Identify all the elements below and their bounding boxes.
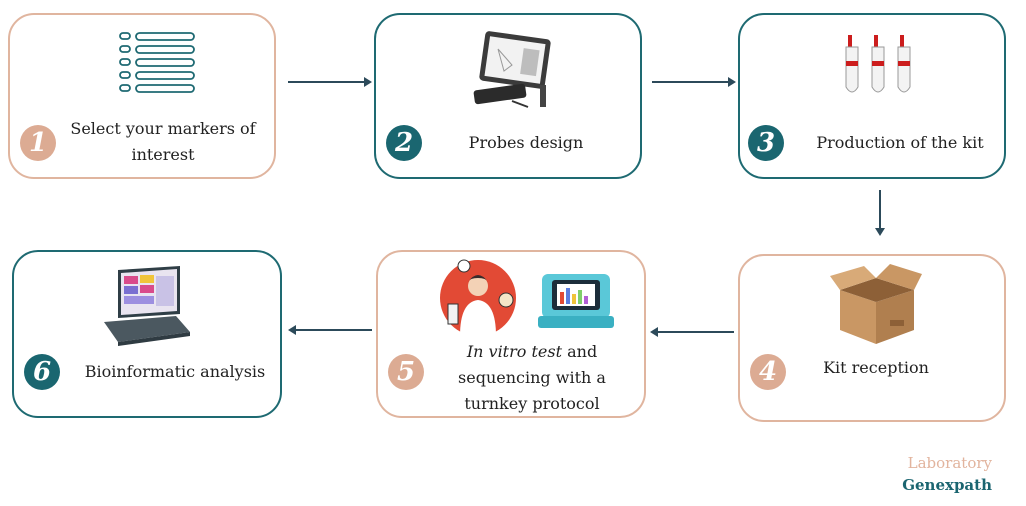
step-5-label: In vitro test and sequencing with a turn… — [458, 342, 606, 413]
step-4-number: 4 — [750, 354, 786, 390]
arrow-2-to-3 — [652, 77, 736, 87]
arrow-5-to-6 — [288, 325, 372, 335]
step-4-label: Kit reception — [823, 358, 929, 377]
step-3-number: 3 — [748, 125, 784, 161]
step-2-label: Probes design — [468, 133, 584, 152]
step-5-box: 5 In vitro test and sequencing with a tu… — [376, 250, 646, 418]
brand-line-1: Laboratory — [907, 454, 992, 472]
step-4-box: 4 Kit reception — [738, 254, 1006, 422]
arrow-4-to-5 — [650, 327, 734, 337]
laptop-analysis-icon — [104, 266, 190, 346]
test-tubes-icon — [845, 35, 911, 93]
step-6-box: 6 Bioinformatic analysis — [12, 250, 282, 418]
step-1-number: 1 — [20, 125, 56, 161]
step-2-number: 2 — [386, 125, 422, 161]
step-3-label: Production of the kit — [816, 133, 984, 152]
arrow-1-to-2 — [288, 77, 372, 87]
step-6-label: Bioinformatic analysis — [84, 362, 266, 381]
step-3-box: 3 Production of the kit — [738, 13, 1006, 179]
brand-line-2: Genexpath — [902, 476, 992, 494]
step-1-box: 1 Select your markers of interest — [8, 13, 276, 179]
arrow-3-to-4 — [875, 190, 885, 236]
step-6-number: 6 — [24, 354, 60, 390]
step-1-label: Select your markers of interest — [70, 119, 256, 164]
cardboard-box-icon — [830, 264, 922, 344]
step-5-number: 5 — [388, 354, 424, 390]
tablet-design-icon — [473, 31, 551, 108]
sequencer-icon — [538, 274, 614, 328]
list-icon — [119, 32, 195, 93]
step-2-box: 2 Probes design — [374, 13, 642, 179]
step-5-italic-prefix: In vitro test — [466, 342, 563, 361]
lab-scientist-icon — [440, 259, 516, 336]
